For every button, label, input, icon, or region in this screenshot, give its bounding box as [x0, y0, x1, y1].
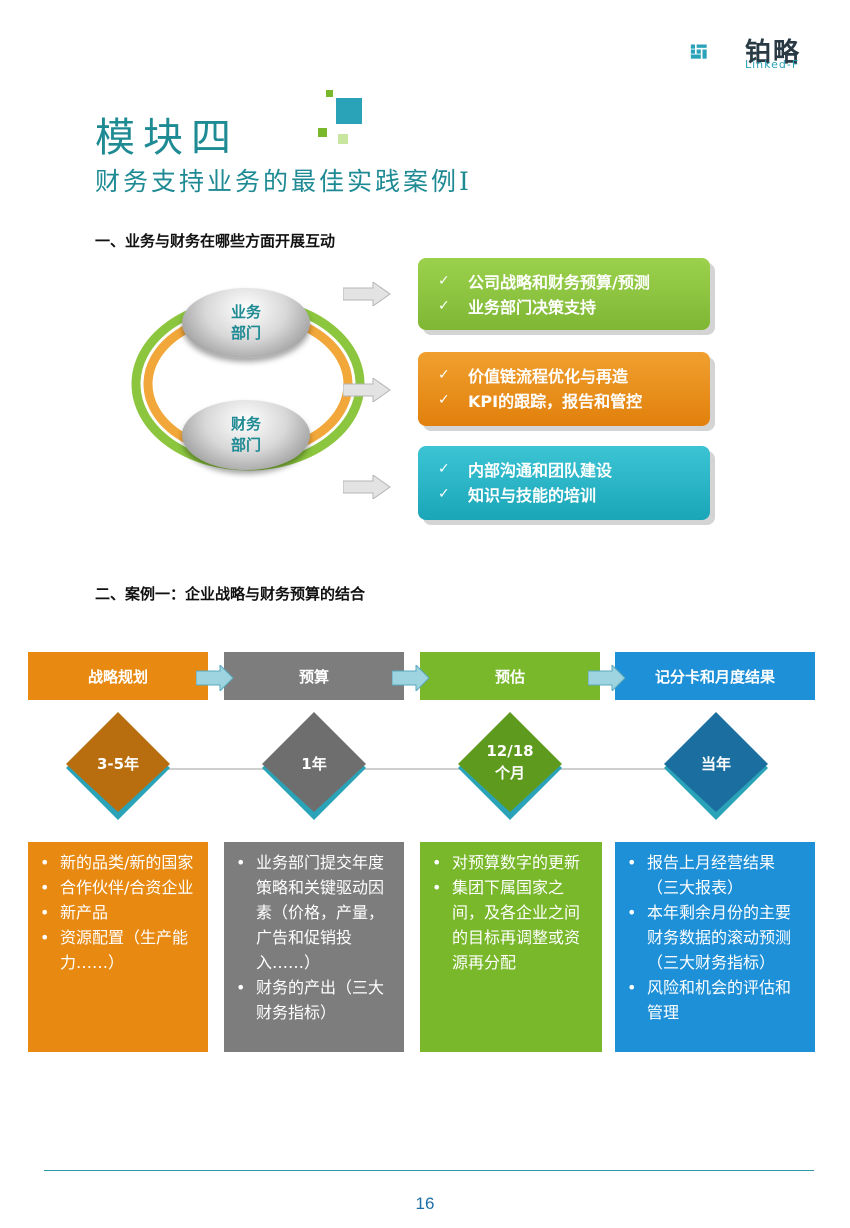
chevron-right-icon — [588, 665, 626, 691]
arrow-right-icon — [343, 378, 391, 402]
business-dept-label-1: 业务 — [230, 303, 261, 321]
diamond-forecast-icon — [458, 712, 562, 820]
box-item: 内部沟通和团队建设 — [468, 460, 613, 480]
logo-subtitle: Linked-F — [745, 58, 800, 71]
period-scorecard: 当年 — [700, 755, 731, 773]
list-item: 集团下属国家之间，及各企业之间的目标再调整或资源再分配 — [432, 875, 592, 975]
arrow-right-icon — [343, 475, 391, 499]
check-icon: ✓ — [438, 460, 450, 477]
finance-dept-ellipse: 财务 部门 — [182, 400, 310, 470]
list-item: 新产品 — [40, 900, 198, 925]
logo-icon — [690, 44, 707, 59]
phase-header-strategy: 战略规划 — [28, 652, 208, 700]
detail-box-strategy: 新的品类/新的国家 合作伙伴/合资企业 新产品 资源配置（生产能力……） — [28, 842, 208, 1052]
box-item: 业务部门决策支持 — [468, 297, 597, 317]
interaction-box-value-chain: ✓ 价值链流程优化与再造 ✓ KPI的跟踪，报告和管控 — [418, 352, 710, 426]
list-item: 新的品类/新的国家 — [40, 850, 198, 875]
list-item: 报告上月经营结果（三大报表） — [627, 850, 805, 900]
chevron-right-icon — [392, 665, 430, 691]
arrow-right-icon — [343, 282, 391, 306]
diamond-budget-icon — [262, 712, 366, 820]
timeline-line — [120, 768, 720, 770]
business-dept-ellipse: 业务 部门 — [182, 288, 310, 358]
list-item: 对预算数字的更新 — [432, 850, 592, 875]
check-icon: ✓ — [438, 391, 450, 408]
finance-dept-label-2: 部门 — [230, 436, 261, 454]
module-title: 模块四 — [95, 115, 239, 161]
diamond-strategy-icon — [66, 712, 170, 820]
phase-header-forecast: 预估 — [420, 652, 600, 700]
list-item: 本年剩余月份的主要财务数据的滚动预测（三大财务指标） — [627, 900, 805, 975]
period-forecast-line1: 12/18 — [486, 742, 534, 760]
phase-header-scorecard: 记分卡和月度结果 — [615, 652, 815, 700]
phase-header-budget: 预算 — [224, 652, 404, 700]
check-icon: ✓ — [438, 297, 450, 314]
period-strategy: 3-5年 — [96, 755, 140, 773]
section1-heading: 一、业务与财务在哪些方面开展互动 — [95, 232, 336, 250]
period-budget: 1年 — [301, 755, 327, 773]
module-subtitle: 财务支持业务的最佳实践案例Ⅰ — [95, 167, 472, 196]
box-item: 知识与技能的培训 — [468, 485, 597, 505]
period-forecast-line2: 个月 — [494, 764, 525, 782]
check-icon: ✓ — [438, 485, 450, 502]
detail-box-scorecard: 报告上月经营结果（三大报表） 本年剩余月份的主要财务数据的滚动预测（三大财务指标… — [615, 842, 815, 1052]
logo-name: 铂略 — [745, 38, 802, 68]
decorative-squares-icon — [318, 90, 362, 144]
list-item: 风险和机会的评估和管理 — [627, 975, 805, 1025]
section2-heading: 二、案例一：企业战略与财务预算的结合 — [95, 585, 366, 603]
check-icon: ✓ — [438, 366, 450, 383]
check-icon: ✓ — [438, 272, 450, 289]
list-item: 业务部门提交年度策略和关键驱动因素（价格，产量，广告和促销投入……） — [236, 850, 394, 975]
interaction-box-communication: ✓ 内部沟通和团队建设 ✓ 知识与技能的培训 — [418, 446, 710, 520]
detail-box-forecast: 对预算数字的更新 集团下属国家之间，及各企业之间的目标再调整或资源再分配 — [420, 842, 602, 1052]
finance-dept-label-1: 财务 — [230, 415, 261, 433]
list-item: 合作伙伴/合资企业 — [40, 875, 198, 900]
chevron-right-icon — [196, 665, 234, 691]
box-item: KPI的跟踪，报告和管控 — [468, 391, 643, 411]
box-item: 公司战略和财务预算/预测 — [468, 272, 650, 292]
box-item: 价值链流程优化与再造 — [468, 366, 629, 386]
period-forecast: 12/18 个月 — [454, 740, 566, 784]
footer-divider — [44, 1170, 814, 1171]
list-item: 财务的产出（三大财务指标） — [236, 975, 394, 1025]
diamond-scorecard-icon — [664, 712, 768, 820]
business-dept-label-2: 部门 — [230, 324, 261, 342]
list-item: 资源配置（生产能力……） — [40, 925, 198, 975]
interaction-box-strategy: ✓ 公司战略和财务预算/预测 ✓ 业务部门决策支持 — [418, 258, 710, 330]
detail-box-budget: 业务部门提交年度策略和关键驱动因素（价格，产量，广告和促销投入……） 财务的产出… — [224, 842, 404, 1052]
page-number: 16 — [415, 1194, 435, 1213]
